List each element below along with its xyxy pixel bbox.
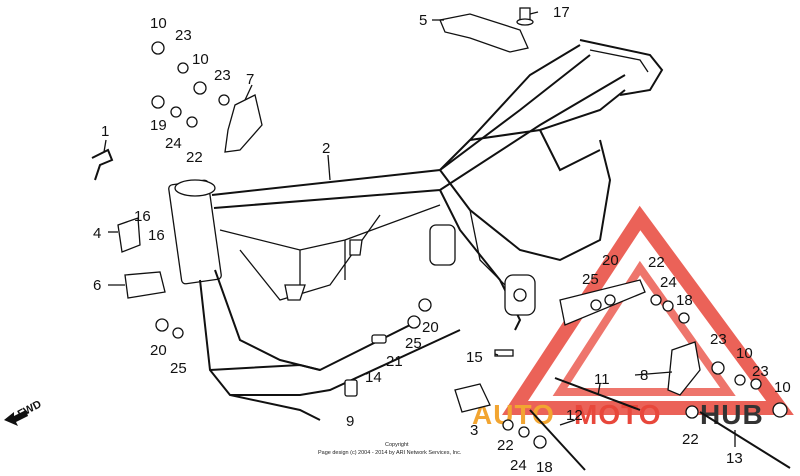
label-25: 25: [405, 335, 422, 352]
part-11-bolt: [554, 377, 641, 411]
steering-head-top: [174, 179, 216, 197]
label-20: 20: [602, 252, 619, 269]
label-16: 16: [134, 208, 151, 225]
part-labels: 10 23 10 23 7 19 24 22 1 2 5 17 16 4 16 …: [93, 4, 791, 476]
label-19: 19: [150, 117, 167, 134]
label-17: 17: [553, 4, 570, 21]
top-tube-lower: [213, 74, 626, 209]
seat-rail-rear: [579, 39, 664, 96]
label-6: 6: [93, 277, 101, 294]
grommet-19: [151, 95, 165, 109]
label-2: 2: [322, 140, 330, 157]
label-11: 11: [594, 371, 610, 388]
label-23: 23: [710, 331, 727, 348]
grommet-25a: [172, 327, 184, 339]
watermark-triangle-inner: [552, 260, 736, 396]
label-9: 9: [346, 413, 354, 430]
part-5-bracket: [439, 13, 529, 53]
part-17-bolt: [516, 7, 534, 26]
grommet-24a: [170, 106, 182, 118]
label-10: 10: [736, 345, 753, 362]
label-23: 23: [752, 363, 769, 380]
grommet-23b: [218, 94, 230, 106]
label-5: 5: [419, 12, 427, 29]
label-25: 25: [582, 271, 599, 288]
part-7-bracket: [224, 94, 263, 153]
engine-mount-plate: [429, 224, 456, 266]
grommet-22a: [186, 116, 198, 128]
rear-brace: [539, 129, 601, 172]
label-22: 22: [186, 149, 203, 166]
label-20: 20: [422, 319, 439, 336]
top-tube-upper: [211, 54, 591, 196]
label-15: 15: [466, 349, 483, 366]
label-18: 18: [536, 459, 553, 476]
part-6-guard: [124, 271, 166, 299]
label-4: 4: [93, 225, 101, 242]
frame-cross-1: [219, 204, 441, 251]
part-13-bolt: [699, 411, 791, 469]
top-tube-rear-a: [439, 44, 581, 171]
label-16: 16: [148, 227, 165, 244]
label-18: 18: [676, 292, 693, 309]
label-10: 10: [150, 15, 167, 32]
label-21: 21: [386, 353, 403, 370]
part-20-stay: [559, 279, 646, 326]
label-14: 14: [365, 369, 382, 386]
grommet-20a: [155, 318, 169, 332]
watermark-moto: MOTO: [574, 399, 661, 430]
grommet-10a: [151, 41, 165, 55]
lower-cradle-b: [230, 329, 461, 396]
label-10: 10: [192, 51, 209, 68]
frame-cross-2: [239, 214, 381, 301]
part-4-plate: [117, 217, 141, 253]
part-12-bolt: [529, 409, 586, 471]
label-24: 24: [510, 457, 527, 474]
grommet-10b: [193, 81, 207, 95]
label-3: 3: [470, 422, 478, 439]
watermark-hub: HUB: [700, 399, 764, 430]
seat-rail-inner: [589, 49, 649, 73]
label-22: 22: [497, 437, 514, 454]
label-1: 1: [101, 123, 109, 140]
label-13: 13: [726, 450, 743, 467]
copyright-line-2: Page design (c) 2004 - 2014 by ARI Netwo…: [318, 450, 462, 456]
label-24: 24: [165, 135, 182, 152]
swingarm-pivot-hole: [513, 288, 527, 302]
main-frame: [168, 39, 664, 421]
part-1-clip: [91, 148, 114, 181]
gusset-b: [349, 239, 363, 256]
label-8: 8: [640, 367, 648, 384]
grommets-left: [151, 41, 230, 339]
part-8-bracket: [667, 341, 701, 396]
fwd-label: FWD: [16, 398, 44, 420]
seat-rail-lower: [469, 89, 626, 141]
label-22: 22: [682, 431, 699, 448]
label-23: 23: [214, 67, 231, 84]
label-20: 20: [150, 342, 167, 359]
label-25: 25: [170, 360, 187, 377]
part-9-clip: [344, 379, 358, 397]
label-24: 24: [660, 274, 677, 291]
label-22: 22: [648, 254, 665, 271]
part-3-bracket: [454, 383, 491, 413]
frame-cross-3: [299, 240, 346, 290]
label-23: 23: [175, 27, 192, 44]
gusset-a: [284, 284, 306, 301]
part-15-bolt: [494, 349, 514, 357]
leader-lines: [103, 11, 736, 447]
grommets-center: [344, 298, 514, 397]
right-parts: [454, 279, 791, 471]
grommet-23a: [177, 62, 189, 74]
label-12: 12: [566, 407, 583, 424]
copyright-line-1: Copyright: [385, 442, 409, 448]
label-10: 10: [774, 379, 791, 396]
label-7: 7: [246, 71, 254, 88]
fwd-indicator: FWD: [4, 398, 44, 426]
fwd-arrow-icon: [4, 410, 28, 426]
lower-cradle: [209, 319, 421, 372]
part-14-holder: [371, 334, 387, 344]
